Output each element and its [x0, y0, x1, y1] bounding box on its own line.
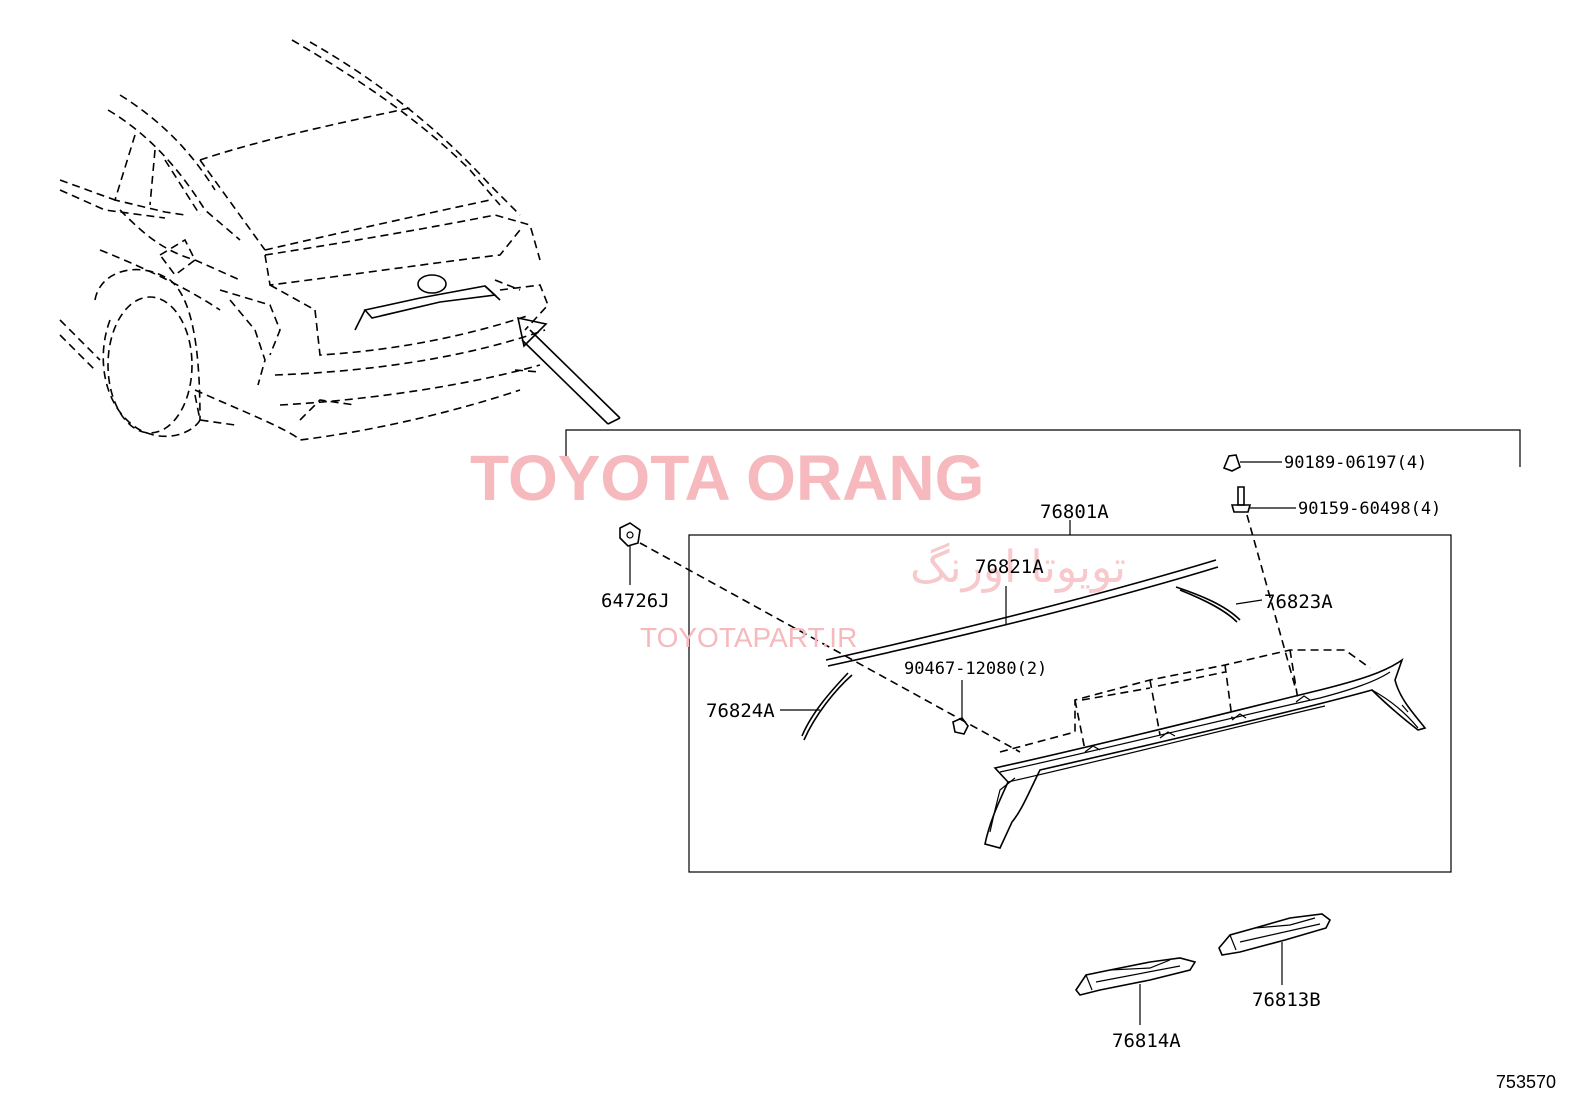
- diagram-code: 753570: [1496, 1072, 1556, 1092]
- part-64726J-clip: [619, 522, 1021, 753]
- car-illustration: [59, 39, 621, 441]
- part-90467-clip: [952, 680, 969, 735]
- label-64726J: 64726J: [601, 590, 670, 612]
- part-76823A-moulding: [1175, 586, 1263, 623]
- label-76824A: 76824A: [706, 700, 775, 722]
- label-90467-12080: 90467-12080(2): [904, 659, 1047, 679]
- watermark-persian: تویوتا اورنگ: [910, 542, 1126, 593]
- assembly-bracket: [565, 429, 1521, 467]
- part-90159-screw: [1230, 486, 1297, 691]
- part-90189-clip: [1222, 454, 1282, 472]
- part-76801A-garnish: [984, 649, 1427, 849]
- label-76813B: 76813B: [1252, 989, 1321, 1011]
- watermark-url: TOYOTAPART.IR: [640, 622, 857, 653]
- part-76824A-moulding: [780, 672, 853, 741]
- watermark-brand: TOYOTA ORANG: [470, 442, 984, 514]
- label-90189-06197: 90189-06197(4): [1284, 453, 1427, 473]
- part-76813B-lamp: [1218, 913, 1332, 985]
- label-76814A: 76814A: [1112, 1030, 1181, 1052]
- label-76821A: 76821A: [975, 556, 1044, 578]
- part-76821A-strip: [825, 559, 1219, 667]
- label-90159-60498: 90159-60498(4): [1298, 499, 1441, 519]
- label-76801A: 76801A: [1040, 501, 1109, 523]
- part-76814A-lamp: [1075, 957, 1197, 1025]
- label-76823A: 76823A: [1264, 591, 1333, 613]
